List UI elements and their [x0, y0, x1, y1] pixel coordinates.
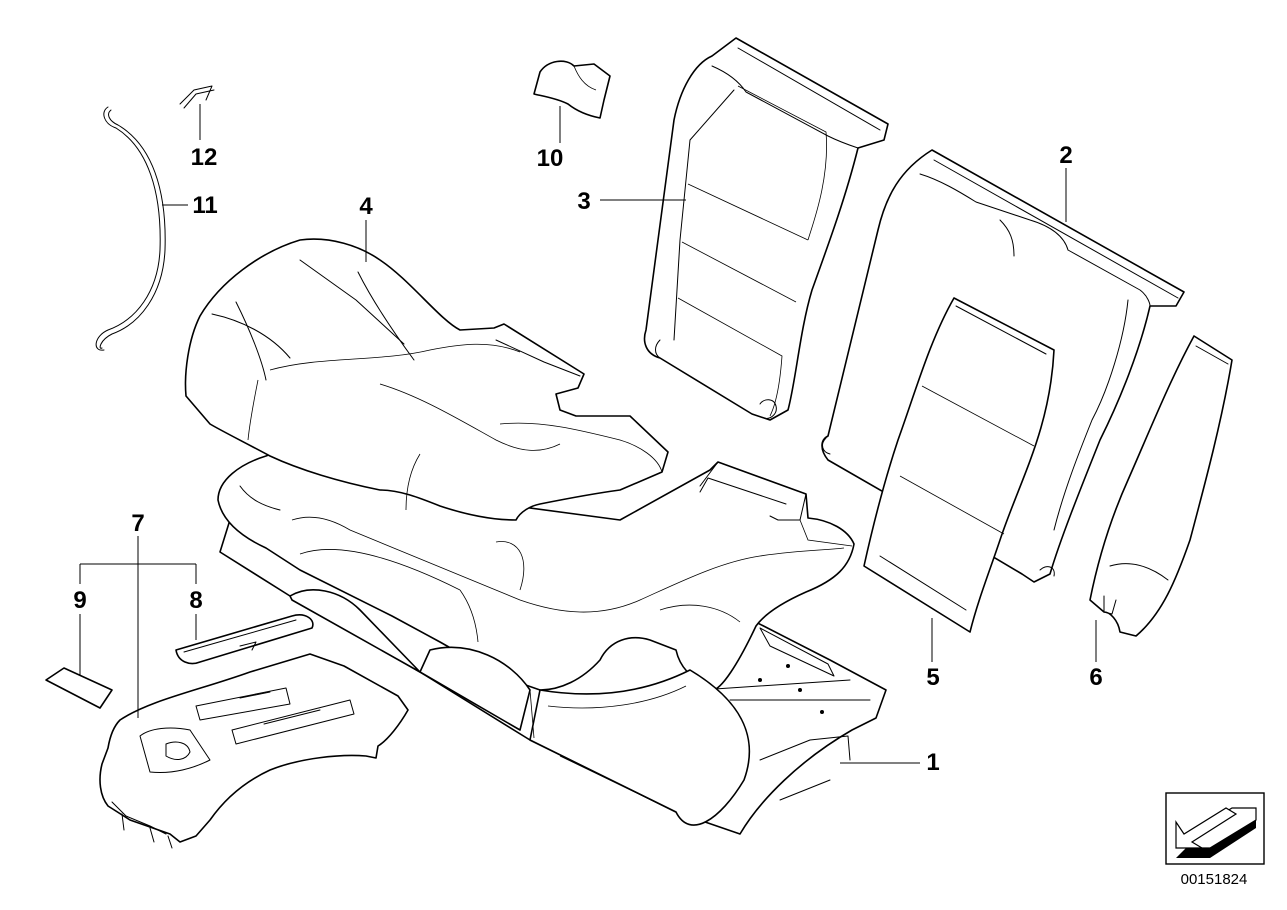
- part-12-clip: [179, 85, 215, 109]
- part-8-cover-strip: [175, 614, 314, 665]
- callout-8: 8: [189, 587, 202, 614]
- callout-9: 9: [73, 587, 86, 614]
- part-11-wire-spring: [95, 106, 166, 351]
- callout-11: 11: [192, 192, 217, 219]
- callout-12: 12: [191, 144, 218, 171]
- part-10-small-pad: [533, 60, 611, 119]
- part-3-backrest-cover-left: [643, 37, 889, 421]
- part-9-small-plate: [45, 667, 113, 709]
- part-6-side-bolster: [1089, 335, 1233, 637]
- part-7-center-armrest: [99, 653, 409, 849]
- part-4-seat-cover: [184, 238, 807, 521]
- orientation-marker: 00151824: [1165, 792, 1265, 888]
- callout-5: 5: [926, 664, 939, 691]
- callout-6: 6: [1089, 664, 1102, 691]
- callout-3: 3: [577, 188, 590, 215]
- callout-labels: 1 2 3 4 5 6 7 8 9 10 11 12: [73, 142, 1102, 776]
- leader-lines: [79, 104, 1097, 764]
- callout-1: 1: [926, 749, 939, 776]
- seat-cushion-lower: [217, 448, 855, 826]
- callout-4: 4: [359, 193, 373, 220]
- part-5-backrest-insert: [863, 297, 1055, 633]
- reference-number: 00151824: [1181, 871, 1248, 888]
- callout-7: 7: [131, 510, 144, 537]
- arrow-pointing-down-left-icon: [1175, 807, 1257, 858]
- callout-2: 2: [1059, 142, 1072, 169]
- callout-10: 10: [537, 145, 564, 172]
